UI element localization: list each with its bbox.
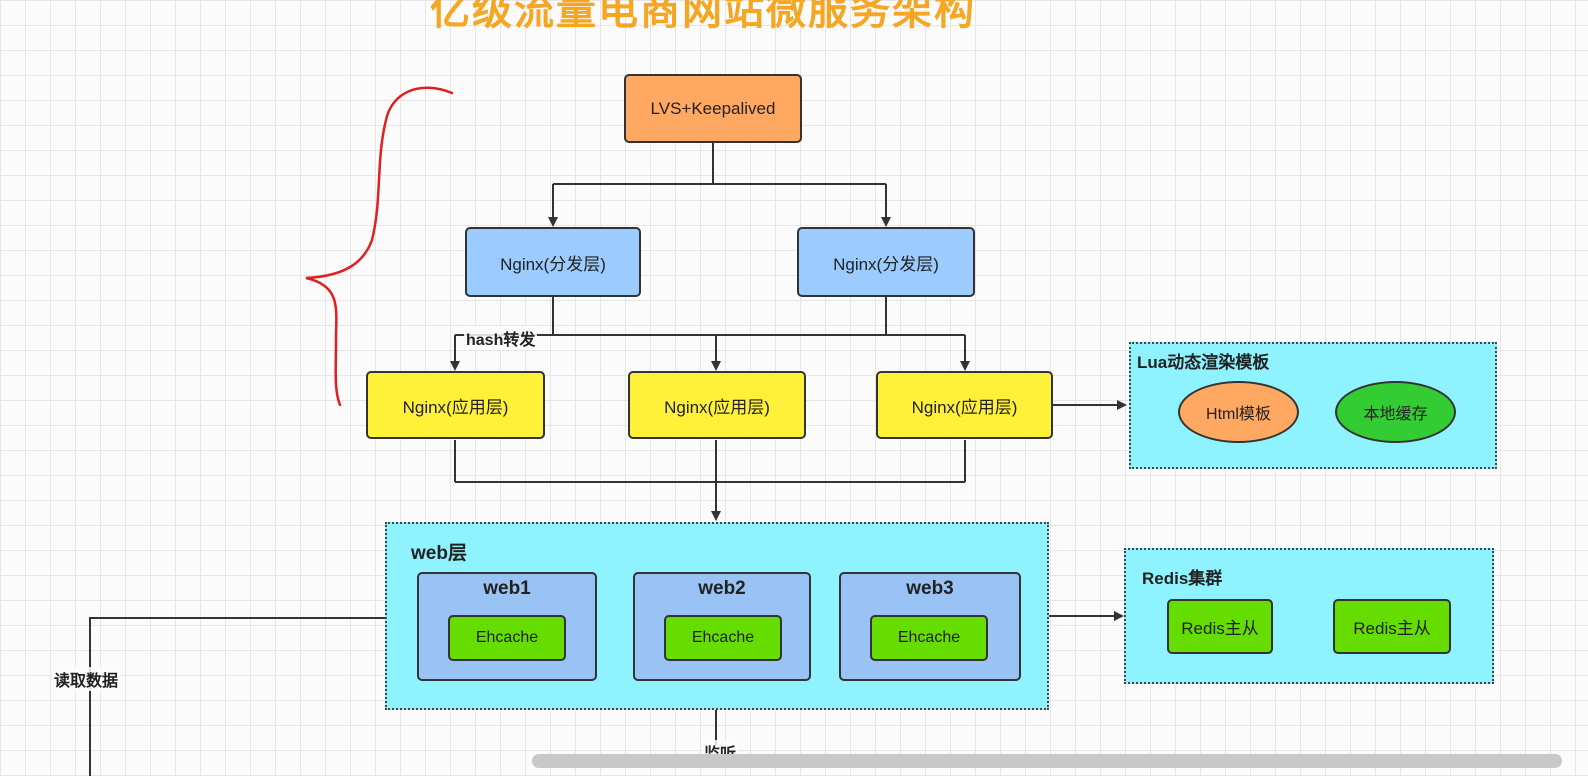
edge-lvs-to-dist — [553, 143, 886, 185]
lvs-keepalived-node: LVS+Keepalived — [624, 74, 802, 143]
web-layer-group: web层 web1 Ehcache web2 Ehcache web3 Ehca… — [385, 522, 1049, 710]
web3-node: web3 Ehcache — [839, 572, 1021, 681]
web2-ehcache: Ehcache — [664, 615, 782, 661]
redis-cluster-group: Redis集群 Redis主从 Redis主从 — [1124, 548, 1494, 684]
web1-ehcache: Ehcache — [448, 615, 566, 661]
nginx-app-node-1: Nginx(应用层) — [366, 371, 545, 439]
lua-render-group: Lua动态渲染模板 Html模板 本地缓存 — [1129, 342, 1497, 469]
edge-read-data — [89, 617, 385, 776]
redis-group-title: Redis集群 — [1142, 569, 1223, 588]
web3-ehcache: Ehcache — [870, 615, 988, 661]
lua-group-title: Lua动态渲染模板 — [1137, 353, 1270, 372]
edge-dist-to-app — [455, 297, 965, 336]
web-layer-title: web层 — [411, 543, 467, 564]
web3-title: web3 — [906, 578, 954, 599]
read-data-label: 读取数据 — [52, 667, 121, 691]
web1-node: web1 Ehcache — [417, 572, 597, 681]
web2-node: web2 Ehcache — [633, 572, 811, 681]
redis-node-1: Redis主从 — [1167, 599, 1273, 654]
nginx-app-node-3: Nginx(应用层) — [876, 371, 1053, 439]
nginx-app-node-2: Nginx(应用层) — [628, 371, 806, 439]
web1-title: web1 — [483, 578, 531, 599]
red-brace-annotation — [305, 86, 454, 407]
horizontal-scrollbar[interactable] — [532, 754, 1562, 768]
nginx-dist-node-2: Nginx(分发层) — [797, 227, 975, 297]
diagram-title: 亿级流量电商网站微服务架构 — [430, 0, 976, 34]
redis-node-2: Redis主从 — [1333, 599, 1451, 654]
hash-forward-label: hash转发 — [464, 326, 538, 350]
edge-app-to-web — [454, 440, 966, 483]
web2-title: web2 — [698, 578, 746, 599]
local-cache-node: 本地缓存 — [1335, 381, 1456, 443]
nginx-dist-node-1: Nginx(分发层) — [465, 227, 641, 297]
html-template-node: Html模板 — [1178, 381, 1299, 443]
